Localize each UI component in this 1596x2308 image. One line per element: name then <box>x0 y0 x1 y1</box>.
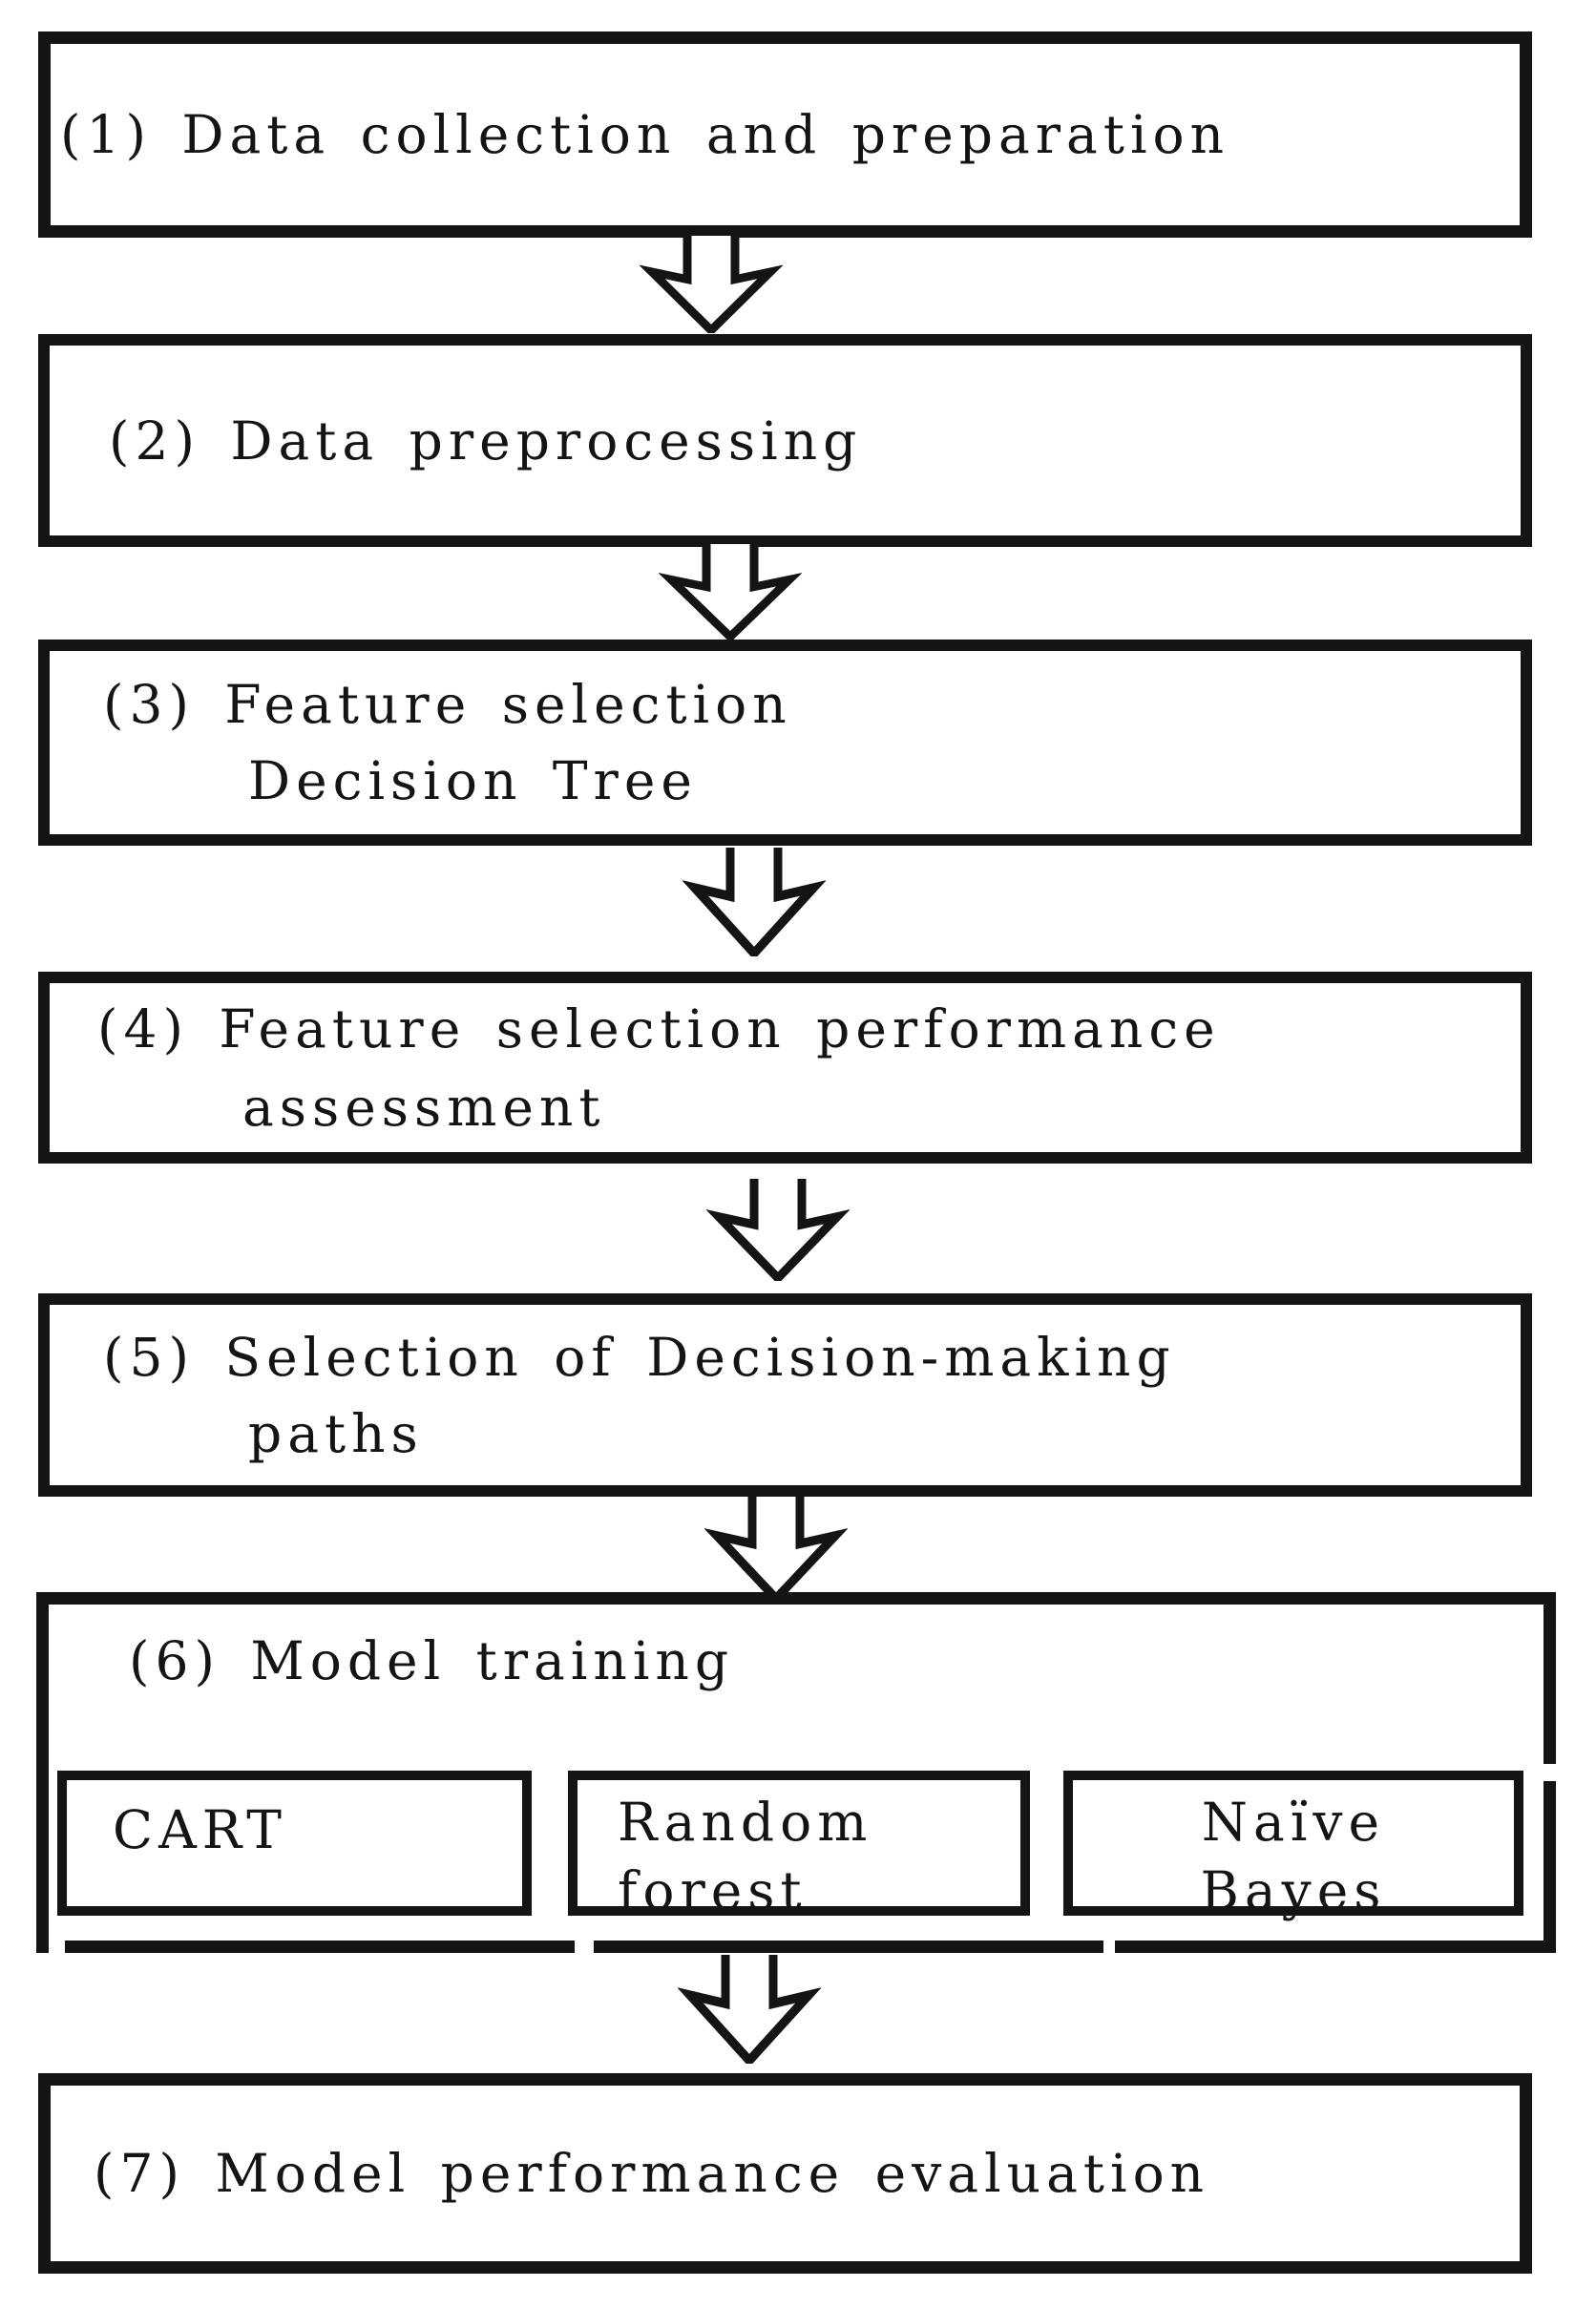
step-4-label-line-1: (4) Feature selection performance <box>97 997 1221 1060</box>
step-5-label-line-1: (5) Selection of Decision-making <box>103 1326 1176 1388</box>
model-cart-label: CART <box>113 1799 287 1860</box>
step-2-box: (2) Data preprocessing <box>38 334 1532 547</box>
down-arrow-3-icon <box>682 848 826 956</box>
down-arrow-4-icon <box>706 1179 850 1281</box>
down-arrow-5-icon <box>704 1497 848 1602</box>
step-3-label-line-1: (3) Feature selection <box>103 674 792 735</box>
model-random-forest-label-line-1: Random <box>618 1792 873 1853</box>
model-random-forest-label-line-2: forest <box>618 1860 808 1921</box>
down-arrow-2-icon <box>659 544 802 640</box>
model-naive-bayes-label-line-2: Bayes <box>1200 1860 1387 1921</box>
step-6-border-right-segment <box>1544 1600 1556 1764</box>
model-random-forest-box: Random forest <box>568 1771 1030 1921</box>
model-cart-box: CART <box>57 1771 532 1916</box>
step-5-box: (5) Selection of Decision-making paths <box>38 1293 1532 1497</box>
model-naive-bayes-label-line-1: Naïve <box>1201 1792 1386 1853</box>
step-6-border-top <box>36 1592 1556 1605</box>
step-6-border-bottom-dash <box>65 1941 575 1953</box>
step-7-box: (7) Model performance evaluation <box>38 2073 1532 2274</box>
step-6-box: (6) Model training CART Random forest Na… <box>36 1592 1556 1953</box>
step-2-label: (2) Data preprocessing <box>109 409 863 472</box>
down-arrow-1-icon <box>640 236 783 333</box>
step-6-border-left <box>36 1592 49 1953</box>
model-naive-bayes-box: Naïve Bayes <box>1063 1771 1523 1921</box>
step-4-box: (4) Feature selection performance assess… <box>38 972 1532 1164</box>
step-6-border-bottom-dash <box>1115 1941 1556 1953</box>
step-3-box: (3) Feature selection Decision Tree <box>38 640 1532 846</box>
step-7-label: (7) Model performance evaluation <box>94 2143 1210 2204</box>
step-3-label-line-2: Decision Tree <box>248 750 698 811</box>
step-5-label-line-2: paths <box>248 1402 424 1464</box>
down-arrow-6-icon <box>678 1955 821 2064</box>
step-6-label: (6) Model training <box>129 1630 735 1691</box>
step-1-box: (1) Data collection and preparation <box>38 31 1532 238</box>
step-1-label: (1) Data collection and preparation <box>60 104 1230 165</box>
step-4-label-line-2: assessment <box>242 1076 606 1138</box>
step-6-border-bottom-dash <box>594 1941 1103 1953</box>
step-6-border-right-segment <box>1544 1781 1556 1953</box>
